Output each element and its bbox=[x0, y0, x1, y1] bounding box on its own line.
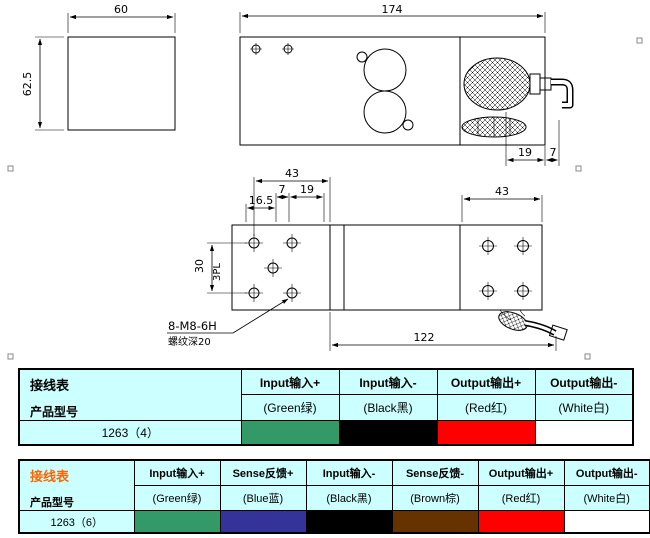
wiring-table-4wire: 接线表 产品型号 Input输入+ Input输入- Output输出+ Out… bbox=[18, 368, 634, 446]
table1-model: 1263（4） bbox=[18, 420, 242, 446]
table1-signal-header: Output输出- bbox=[534, 368, 634, 395]
table2-model: 1263（6） bbox=[18, 510, 135, 534]
dim-43-left: 43 bbox=[285, 167, 299, 180]
table2-color-swatch bbox=[477, 510, 565, 534]
dim-length-174: 174 bbox=[382, 3, 403, 16]
table2-signal-header: Output输出- bbox=[563, 459, 650, 486]
dim-width-60: 60 bbox=[114, 3, 128, 16]
table2-wire-name: (Blue蓝) bbox=[219, 485, 307, 511]
table2-label-cell: 接线表 产品型号 bbox=[18, 459, 135, 511]
table2-row-label: 产品型号 bbox=[30, 497, 74, 509]
dim-16-5: 16.5 bbox=[249, 194, 274, 207]
anchor-marks bbox=[7, 37, 643, 360]
table2-wire-name: (White白) bbox=[563, 485, 650, 511]
table2-color-swatch bbox=[391, 510, 479, 534]
table2-color-swatch bbox=[219, 510, 307, 534]
side-view-body bbox=[239, 36, 546, 146]
cable-top-view bbox=[498, 309, 568, 341]
cable-boot bbox=[463, 57, 531, 111]
wiring-table-6wire: 接线表 产品型号 Input输入+ Sense反馈+ Input输入- Sens… bbox=[18, 459, 650, 534]
dim-height-62-5: 62.5 bbox=[21, 72, 34, 97]
table1-title: 接线表 bbox=[30, 378, 70, 393]
table2-wire-name: (Brown棕) bbox=[391, 485, 479, 511]
front-view-drawing: 60 62.5 bbox=[21, 3, 176, 131]
top-view-drawing: 43 7 19 16.5 43 30 3PL 122 8-M8-6H 螺纹深20 bbox=[167, 167, 568, 351]
dim-3pl: 3PL bbox=[212, 263, 223, 281]
flexure-cutout bbox=[356, 48, 414, 134]
table2-wire-name: (Green绿) bbox=[133, 485, 221, 511]
table1-color-swatch bbox=[240, 420, 340, 446]
table2-wire-name: (Red红) bbox=[477, 485, 565, 511]
table2-wire-name: (Black黑) bbox=[305, 485, 393, 511]
dim-7-top: 7 bbox=[279, 183, 286, 196]
table1-wire-name: (Black黑) bbox=[338, 394, 438, 421]
table1-color-swatch bbox=[534, 420, 634, 446]
table1-color-swatch bbox=[436, 420, 536, 446]
side-view-drawing: 174 19 7 bbox=[239, 3, 574, 166]
thread-depth-label: 螺纹深20 bbox=[168, 335, 211, 348]
table1-signal-header: Input输入- bbox=[338, 368, 438, 395]
table2-color-swatch bbox=[133, 510, 221, 534]
table1-wire-name: (Red红) bbox=[436, 394, 536, 421]
dim-19-side: 19 bbox=[518, 146, 532, 159]
table2-signal-header: Sense反馈- bbox=[391, 459, 479, 486]
table2-signal-header: Sense反馈+ bbox=[219, 459, 307, 486]
cable-side-view bbox=[551, 78, 574, 109]
top-view-body bbox=[231, 224, 543, 311]
thread-callout: 8-M8-6H 螺纹深20 bbox=[167, 298, 289, 348]
table1-row-label: 产品型号 bbox=[30, 405, 79, 419]
table2-color-swatch bbox=[305, 510, 393, 534]
dim-19-top: 19 bbox=[300, 183, 314, 196]
dim-122: 122 bbox=[414, 331, 435, 344]
table1-color-swatch bbox=[338, 420, 438, 446]
table2-title: 接线表 bbox=[30, 469, 70, 484]
table2-signal-header: Input输入+ bbox=[133, 459, 221, 486]
dim-7-side: 7 bbox=[550, 146, 557, 159]
table1-wire-name: (Green绿) bbox=[240, 394, 340, 421]
dim-30: 30 bbox=[193, 259, 206, 273]
right-mounting-holes bbox=[479, 237, 532, 300]
front-view-body bbox=[67, 36, 176, 131]
table1-wire-name: (White白) bbox=[534, 394, 634, 421]
table1-signal-header: Output输出+ bbox=[436, 368, 536, 395]
dim-43-right: 43 bbox=[495, 185, 509, 198]
table2-color-swatch bbox=[563, 510, 650, 534]
table1-label-cell: 接线表 产品型号 bbox=[18, 368, 242, 421]
table2-signal-header: Output输出+ bbox=[477, 459, 565, 486]
table2-signal-header: Input输入- bbox=[305, 459, 393, 486]
left-mounting-holes bbox=[245, 234, 301, 302]
table1-signal-header: Input输入+ bbox=[240, 368, 340, 395]
load-cell-technical-drawing: 60 62.5 174 bbox=[7, 3, 643, 360]
thread-spec-label: 8-M8-6H bbox=[168, 319, 217, 333]
